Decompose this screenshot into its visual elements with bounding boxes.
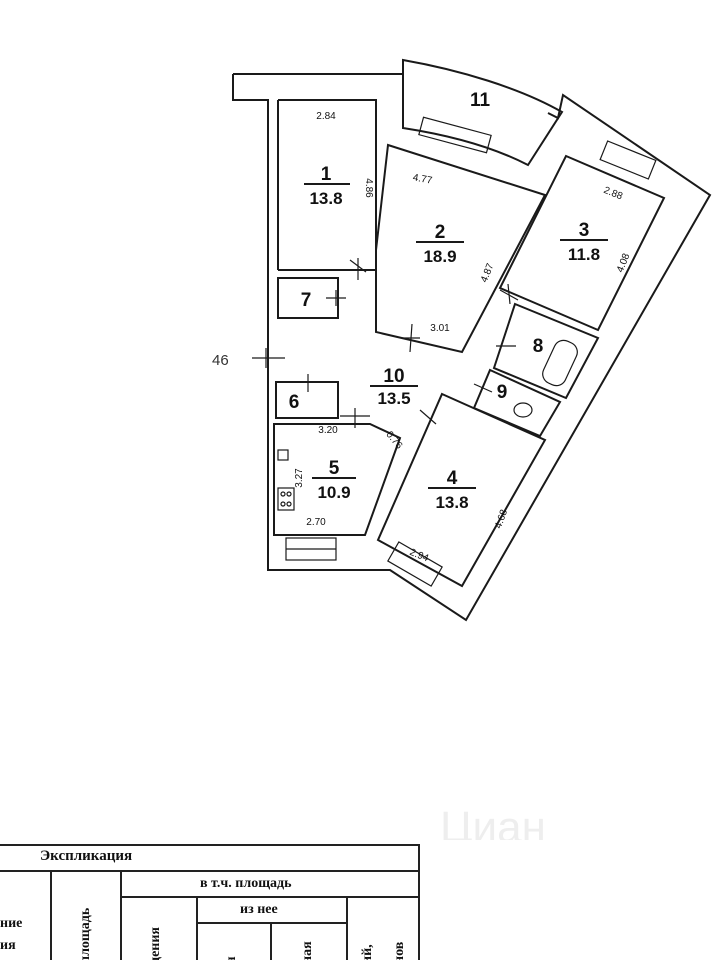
room-8-number: 8 [533, 336, 544, 357]
col-premises: дения [148, 926, 163, 960]
col-name-a: ние [0, 916, 23, 931]
room-8-walls [492, 302, 600, 400]
room-7-walls [277, 277, 339, 319]
door-marks [252, 258, 519, 428]
room-5-number: 5 [329, 458, 340, 479]
col-b: ная [300, 941, 315, 960]
watermark-text: Циан [440, 803, 546, 840]
dim-label: 3.27 [294, 468, 305, 488]
room-5-walls [273, 423, 402, 536]
room-1-walls [278, 99, 377, 271]
balcony-outline [402, 58, 564, 167]
dim-label: 0.76 [383, 429, 404, 451]
col-c: ий, [360, 944, 375, 960]
room-6-number: 6 [289, 392, 300, 413]
dim-label: 4.87 [479, 262, 497, 285]
window-room-3 [599, 140, 657, 180]
dim-label: 4.77 [412, 172, 434, 186]
sink [277, 449, 289, 461]
window-room-4 [387, 541, 443, 587]
dim-label: 4.68 [493, 508, 510, 530]
room-5-area: 10.9 [317, 483, 350, 502]
stove [277, 487, 295, 511]
dim-label: 4.86 [363, 178, 374, 198]
col-area: площадь [78, 907, 93, 960]
room-3-area: 11.8 [568, 245, 600, 264]
room-4-walls [376, 392, 547, 588]
room-10-area: 13.5 [377, 389, 410, 408]
toilet [513, 402, 533, 418]
room-3-walls [498, 154, 666, 332]
side-label: 46 [212, 352, 229, 369]
bathtub [542, 339, 578, 387]
room-4-area: 13.8 [435, 493, 468, 512]
room-2-area: 18.9 [423, 247, 456, 266]
col-of-it: из нее [240, 902, 278, 917]
room-4-number: 4 [447, 468, 458, 489]
explication-table: Экспликация ние ия площадь в т.ч. площад… [0, 844, 420, 960]
dim-label: 4.08 [615, 252, 633, 275]
room-1-area: 13.8 [309, 189, 342, 208]
room-10-number: 10 [383, 366, 404, 387]
dim-label: 3.20 [318, 425, 338, 436]
col-d: нов [392, 941, 407, 960]
floor-plan: Циан 1 13.8 2 [212, 58, 712, 840]
room-3-number: 3 [579, 220, 590, 241]
room-1-number: 1 [321, 164, 332, 185]
dim-label: 2.88 [602, 185, 625, 203]
dim-label: 3.01 [430, 323, 450, 334]
room-2-walls [375, 143, 547, 354]
room-9-number: 9 [497, 382, 508, 403]
explication-title: Экспликация [40, 848, 133, 864]
room-7-number: 7 [301, 290, 312, 311]
dim-label: 2.70 [306, 517, 326, 528]
room-9-walls [472, 368, 562, 438]
room-11-number: 11 [470, 90, 491, 111]
col-a: я [224, 956, 240, 960]
room-6-walls [275, 381, 339, 419]
col-name-b: ия [0, 938, 16, 953]
outer-wall [232, 74, 712, 622]
window-room-2 [418, 116, 492, 154]
room-2-number: 2 [435, 222, 446, 243]
col-incl: в т.ч. площадь [200, 876, 292, 891]
dim-label: 2.84 [316, 111, 336, 122]
